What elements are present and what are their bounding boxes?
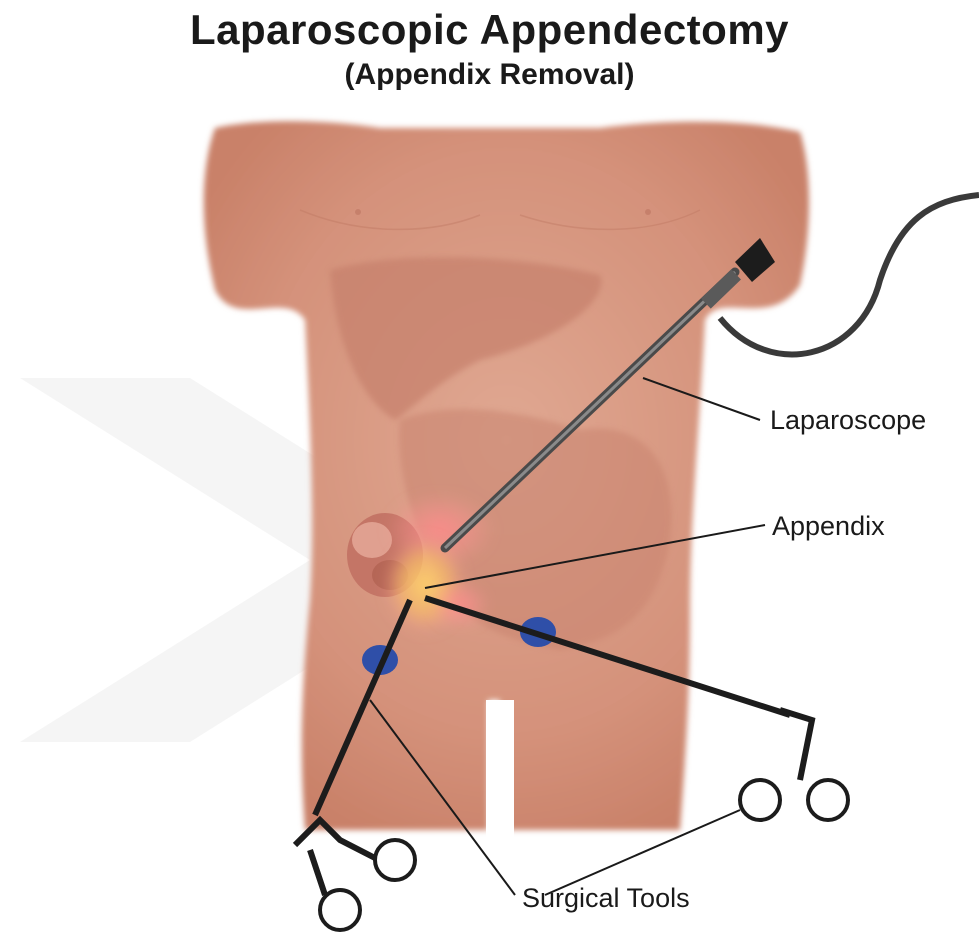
label-laparoscope: Laparoscope bbox=[770, 405, 926, 436]
label-appendix: Appendix bbox=[772, 511, 885, 542]
label-surgical-tools: Surgical Tools bbox=[522, 883, 690, 914]
